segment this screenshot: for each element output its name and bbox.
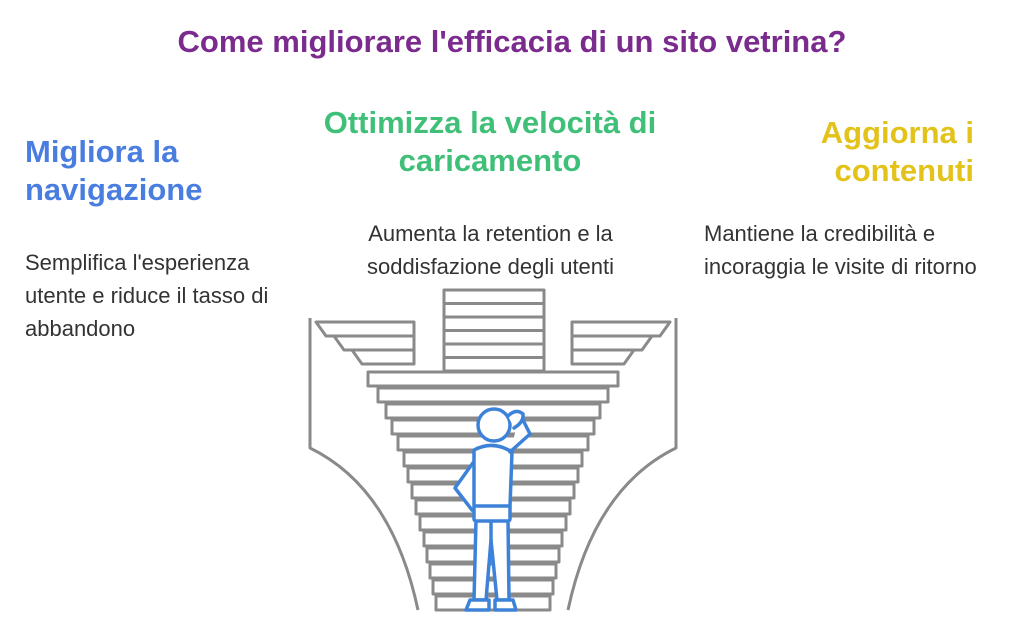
stair-step-center [442, 302, 546, 319]
stair-step-main [366, 370, 620, 388]
stair-wall-right [566, 318, 678, 611]
person-icon [453, 407, 532, 612]
heading-loading-speed: Ottimizza la velocità di caricamento [323, 105, 657, 178]
stair-step-center [442, 315, 546, 332]
stair-step-right [570, 334, 654, 352]
stair-step-main [431, 578, 555, 596]
stair-step-center [442, 342, 546, 359]
page-title: Come migliorare l'efficacia di un sito v… [177, 24, 847, 59]
stair-wall-left [308, 318, 420, 611]
stair-step-center [442, 356, 546, 373]
description-navigation: Semplifica l'esperienza utente e riduce … [25, 250, 269, 341]
description-content-update: Mantiene la credibilità e incoraggia le … [704, 221, 977, 279]
stair-step-right [570, 348, 636, 366]
heading-content-update: Aggiorna i contenuti [820, 115, 974, 188]
heading-navigation: Migliora la navigazione [25, 134, 203, 207]
stair-step-left [332, 334, 416, 352]
stair-step-left [350, 348, 416, 366]
stair-step-center [442, 288, 546, 305]
stair-step-right [570, 320, 672, 338]
stair-step-center [442, 329, 546, 346]
stair-step-main [376, 386, 610, 404]
stair-step-left [314, 320, 416, 338]
stair-step-main [434, 594, 552, 612]
description-loading-speed: Aumenta la retention e la soddisfazione … [366, 221, 615, 279]
